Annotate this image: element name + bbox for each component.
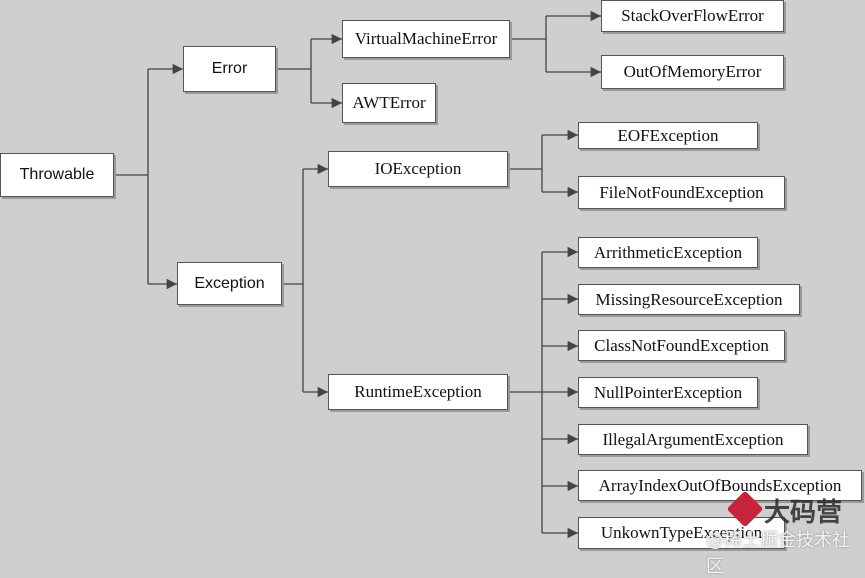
node-runtime-exception[interactable]: RuntimeException	[328, 374, 508, 410]
node-missing-resource-exception[interactable]: MissingResourceException	[578, 284, 800, 315]
hierarchy-connectors	[114, 10, 601, 539]
node-file-not-found-exception[interactable]: FileNotFoundException	[578, 176, 785, 209]
node-io-exception[interactable]: IOException	[328, 151, 508, 187]
node-stack-overflow-error[interactable]: StackOverFlowError	[601, 0, 784, 32]
node-virtual-machine-error[interactable]: VirtualMachineError	[342, 20, 510, 58]
node-array-index-out-of-bounds-exception[interactable]: ArrayIndexOutOfBoundsException	[578, 470, 862, 501]
brand-logo-icon	[726, 490, 764, 528]
node-exception[interactable]: Exception	[177, 262, 282, 305]
node-out-of-memory-error[interactable]: OutOfMemoryError	[601, 55, 784, 89]
node-error[interactable]: Error	[183, 46, 276, 92]
node-unknown-type-exception[interactable]: UnkownTypeException	[578, 517, 785, 549]
watermark-brand: 大码营	[764, 498, 843, 528]
node-class-not-found-exception[interactable]: ClassNotFoundException	[578, 330, 785, 361]
node-eof-exception[interactable]: EOFException	[578, 122, 758, 149]
watermark-subtitle: @稀土掘金技术社区	[706, 530, 850, 577]
node-illegal-argument-exception[interactable]: IllegalArgumentException	[578, 424, 808, 455]
node-throwable[interactable]: Throwable	[0, 153, 114, 197]
node-null-pointer-exception[interactable]: NullPointerException	[578, 377, 758, 408]
node-awt-error[interactable]: AWTError	[342, 83, 436, 123]
node-arithmetic-exception[interactable]: ArrithmeticException	[578, 237, 758, 268]
watermark: 大码营 @稀土掘金技术社区	[706, 490, 865, 577]
